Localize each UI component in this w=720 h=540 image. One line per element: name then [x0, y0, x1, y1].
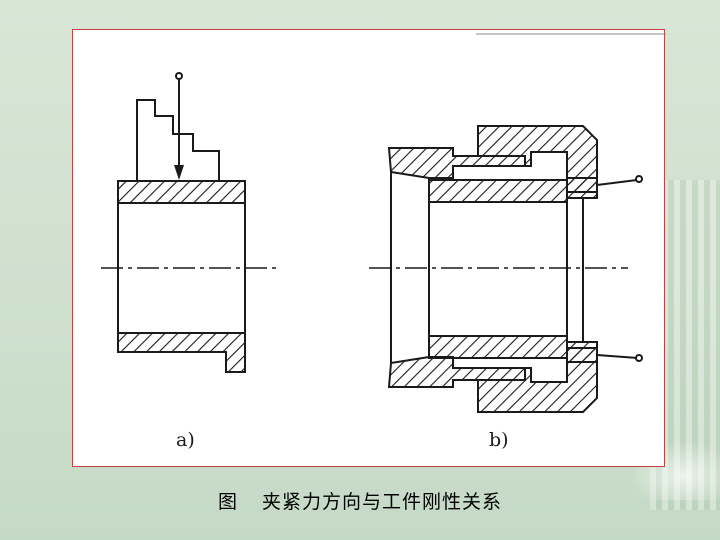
screw-point-lower: [635, 354, 643, 362]
figure-a-workpiece: [117, 72, 246, 373]
screw-lower: [566, 347, 598, 363]
lower-wall: [117, 332, 246, 373]
figure-b-assembly: [387, 125, 643, 413]
screw-upper: [566, 177, 598, 193]
caption-prefix: 图: [217, 491, 238, 513]
figure-frame: a) b): [72, 29, 666, 467]
stepped-jaw: [136, 99, 220, 181]
screw-point-upper: [635, 175, 643, 183]
force-point: [175, 72, 183, 80]
label-a: a): [176, 429, 195, 451]
force-arrow-head: [174, 165, 184, 180]
sleeve-upper: [428, 179, 568, 203]
figure-caption: 图 夹紧力方向与工件刚性关系: [0, 487, 720, 514]
collet-upper: [387, 147, 526, 179]
label-b: b): [489, 429, 509, 451]
sleeve-lower: [428, 335, 568, 359]
upper-wall: [117, 180, 246, 204]
mechanism-drawing: a) b): [101, 33, 666, 451]
caption-text: 夹紧力方向与工件刚性关系: [262, 491, 503, 513]
